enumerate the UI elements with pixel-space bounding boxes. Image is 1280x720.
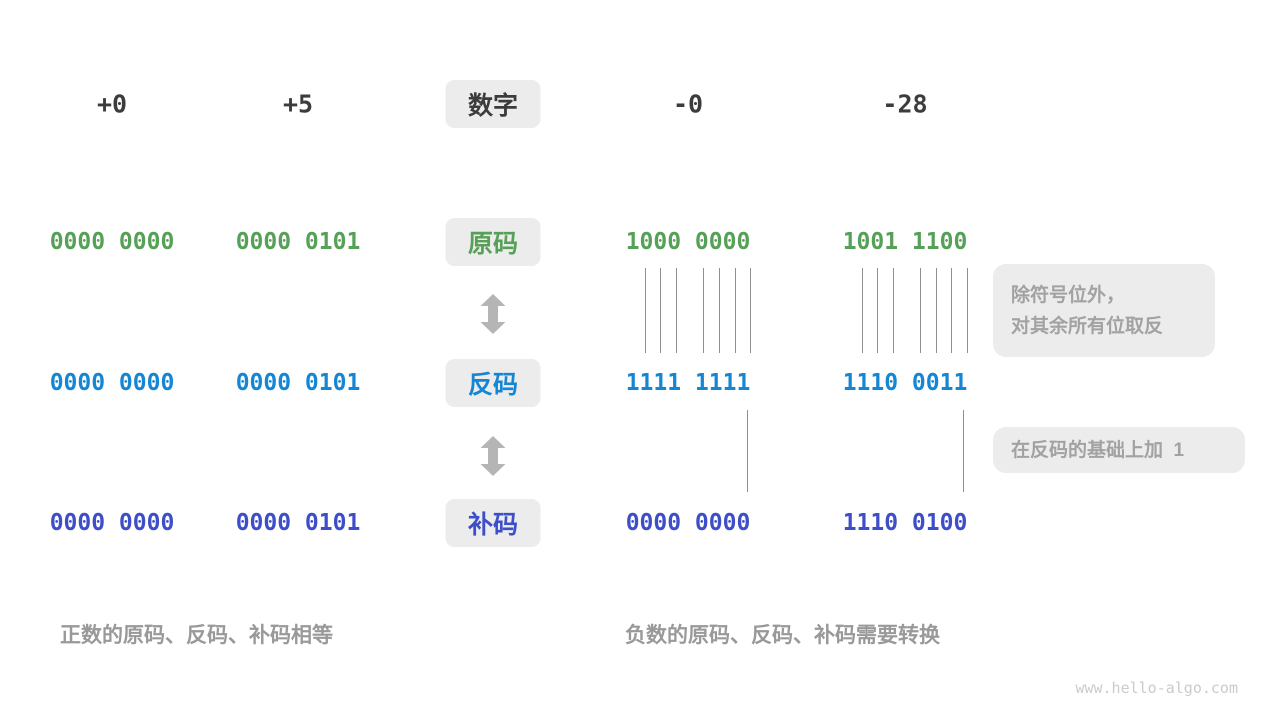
twos-complement-minus0: 0000 0000 [625,510,751,536]
bit-connector-line [877,268,878,353]
sign-magnitude-minus28: 1001 1100 [842,229,968,255]
updown-arrow-icon [480,436,506,476]
bit-connector-line [735,268,736,353]
negative-numbers-caption: 负数的原码、反码、补码需要转换 [625,624,940,647]
bit-connector-line [936,268,937,353]
bit-connector-line [963,410,964,492]
add-one-note: 在反码的基础上加 1 [993,427,1245,473]
decimal-value-minus28: -28 [882,89,928,119]
ones-complement-label-box: 反码 [445,359,541,407]
twos-complement-plus5: 0000 0101 [235,510,361,536]
ones-complement-minus0: 1111 1111 [625,370,751,396]
bit-connector-line [750,268,751,353]
sign-magnitude-plus0: 0000 0000 [49,229,175,255]
positive-numbers-caption: 正数的原码、反码、补码相等 [60,624,333,647]
bit-connector-line [862,268,863,353]
sign-magnitude-plus5: 0000 0101 [235,229,361,255]
bit-connector-line [893,268,894,353]
bit-connector-line [747,410,748,492]
bit-connector-line [703,268,704,353]
bit-connector-line [920,268,921,353]
twos-complement-plus0: 0000 0000 [49,510,175,536]
bit-connector-line [645,268,646,353]
invert-bits-note-line1: 除符号位外， [1011,284,1126,306]
bit-connector-line [660,268,661,353]
decimal-value-plus0: +0 [96,89,128,119]
sign-magnitude-minus0: 1000 0000 [625,229,751,255]
invert-bits-note: 除符号位外， 对其余所有位取反 [993,264,1215,357]
bit-connector-line [951,268,952,353]
invert-bits-note-line2: 对其余所有位取反 [1011,315,1164,337]
bit-connector-line [719,268,720,353]
bit-connector-line [676,268,677,353]
number-label-box: 数字 [445,80,541,128]
site-watermark: www.hello-algo.com [1075,679,1238,697]
decimal-value-plus5: +5 [282,89,314,119]
twos-complement-label-box: 补码 [445,499,541,547]
twos-complement-minus28: 1110 0100 [842,510,968,536]
ones-complement-minus28: 1110 0011 [842,370,968,396]
bit-connector-line [967,268,968,353]
ones-complement-plus0: 0000 0000 [49,370,175,396]
sign-magnitude-label-box: 原码 [445,218,541,266]
ones-complement-plus5: 0000 0101 [235,370,361,396]
updown-arrow-icon [480,294,506,334]
decimal-value-minus0: -0 [672,89,704,119]
